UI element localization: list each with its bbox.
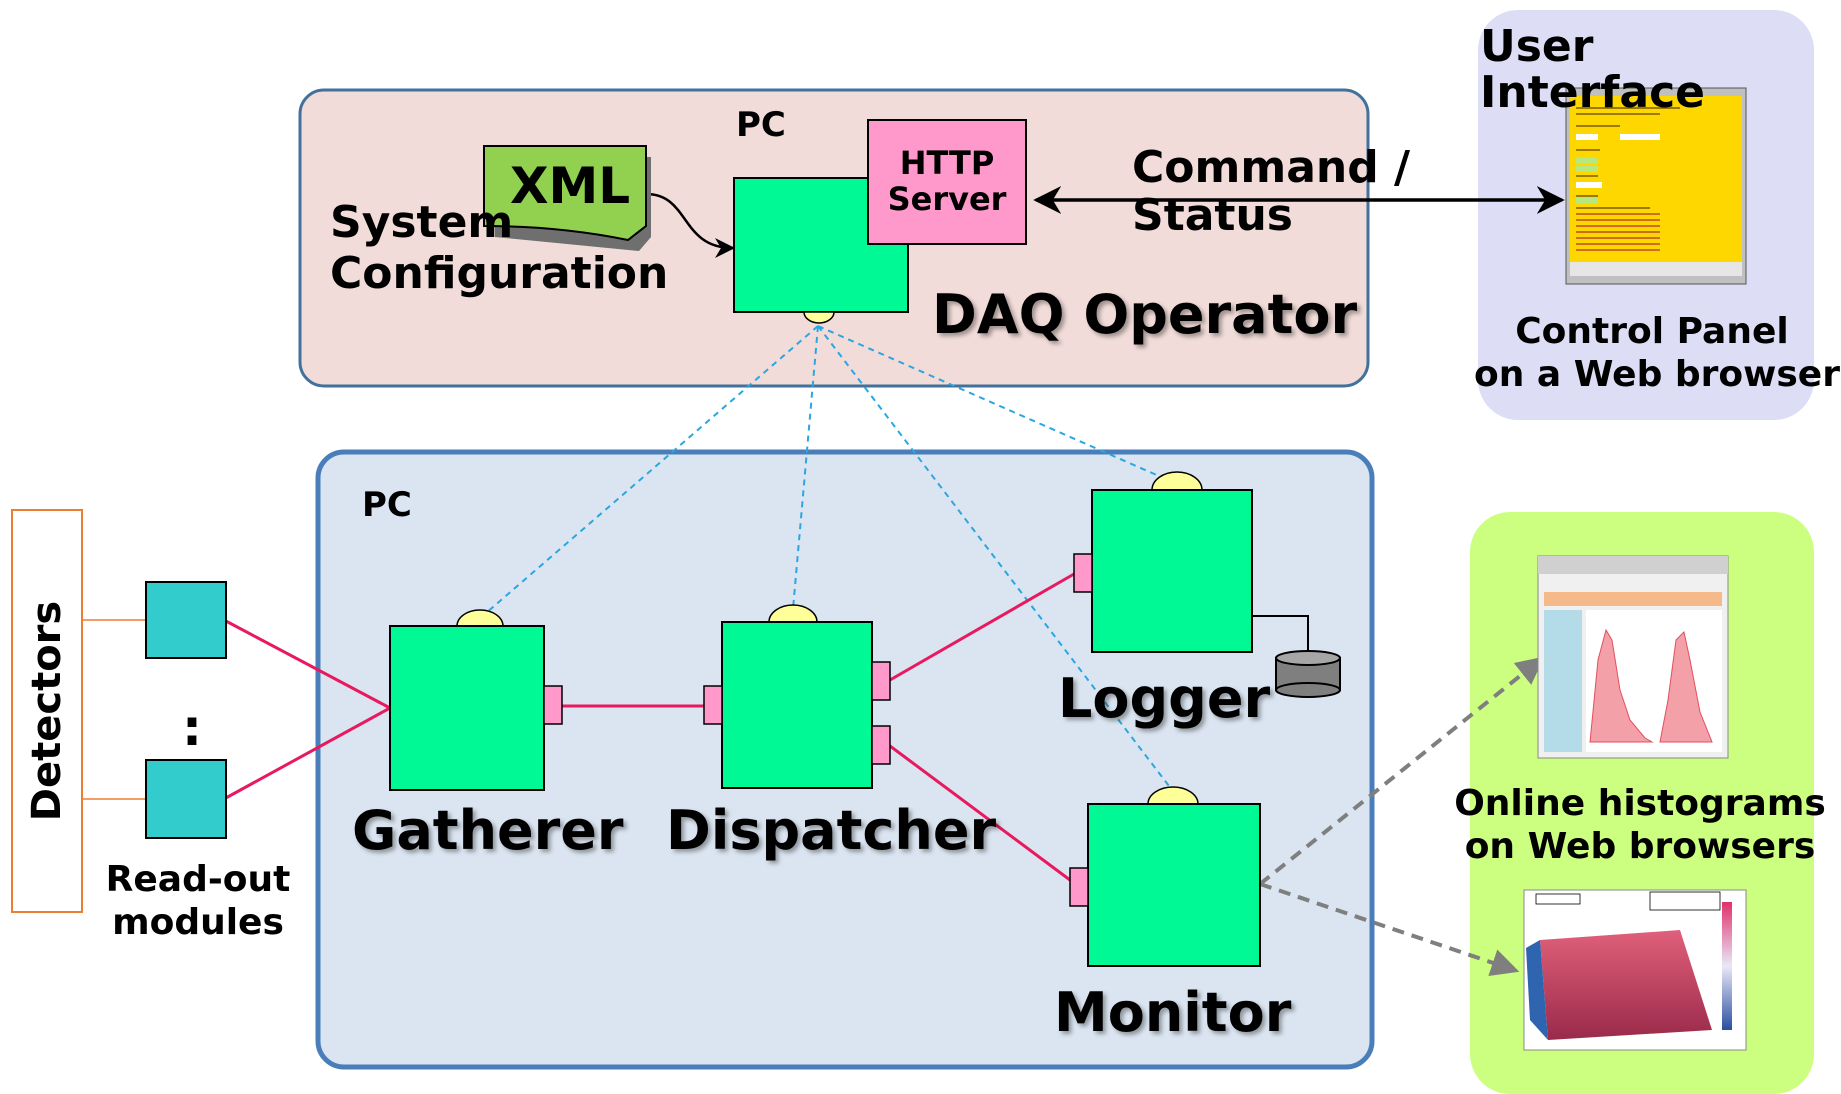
http-server-box (867, 119, 1027, 245)
daq-pc-label: PC (362, 485, 412, 525)
logger-in-port (1073, 553, 1093, 593)
data-links (223, 572, 1075, 882)
command-status-label: Command / Status (1132, 142, 1411, 242)
detectors-label: Detectors (24, 600, 70, 822)
daq-operator-service-port (803, 311, 835, 324)
xml-document-icon (483, 145, 651, 251)
dispatcher-service-port (768, 604, 818, 623)
monitor-component (1087, 803, 1261, 967)
xml-config-arrow (645, 192, 735, 258)
dispatcher-out-port-1 (871, 661, 891, 701)
daq-operator-label: DAQ Operator (932, 283, 1358, 346)
control-panel-caption: Control Panel on a Web browser (1474, 311, 1840, 396)
operator-pc-label: PC (736, 105, 786, 145)
readout-module-1 (145, 581, 227, 659)
http-server-label: HTTP Server (887, 144, 1007, 218)
system-configuration-label: System Configuration (330, 197, 669, 299)
readout-ellipsis: : (182, 699, 202, 757)
readout-modules-label: Read-out modules (105, 859, 291, 944)
logger-disk-link (1252, 615, 1309, 658)
gatherer-service-port (456, 609, 504, 627)
dispatcher-out-port-2 (871, 725, 891, 765)
gatherer-label: Gatherer (352, 799, 624, 862)
logger-service-port (1151, 471, 1203, 491)
monitor-label: Monitor (1054, 981, 1292, 1044)
online-histograms-caption: Online histograms on Web browsers (1454, 783, 1826, 868)
monitor-service-port (1147, 786, 1199, 805)
dispatcher-in-port (703, 685, 723, 725)
dispatcher-component (721, 621, 873, 789)
xml-label: XML (510, 157, 631, 215)
control-panel-thumbnail (1565, 87, 1747, 285)
gatherer-out-port (543, 685, 563, 725)
detectors-box (11, 509, 83, 913)
gatherer-component (389, 625, 545, 791)
dispatcher-label: Dispatcher (666, 799, 997, 862)
disk-icon (1275, 650, 1341, 698)
online-analysis-browser-thumbnail (1537, 555, 1729, 759)
logger-component (1091, 489, 1253, 653)
user-interface-title: User Interface (1480, 21, 1706, 119)
monitor-to-browser-bottom (1259, 882, 1520, 977)
monitor-in-port (1069, 867, 1089, 907)
control-links (477, 325, 1178, 791)
readout-module-2 (145, 759, 227, 839)
logger-label: Logger (1058, 667, 1271, 730)
3d-histogram-thumbnail (1523, 889, 1747, 1051)
